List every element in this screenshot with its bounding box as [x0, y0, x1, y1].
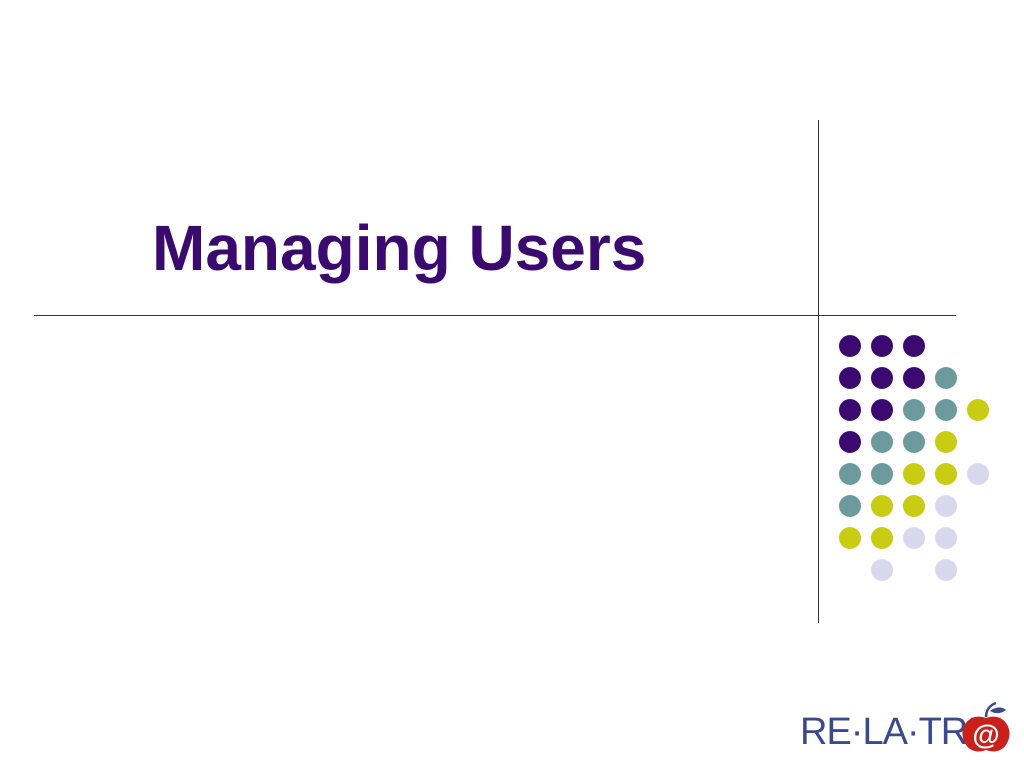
horizontal-rule — [34, 315, 956, 316]
dot-purple — [871, 367, 893, 389]
dot-lavender — [903, 527, 925, 549]
logo-at-mark: @ — [972, 719, 999, 750]
dot-purple — [839, 367, 861, 389]
dot-chartreuse — [839, 527, 861, 549]
dot-lavender — [935, 495, 957, 517]
dot-purple — [871, 399, 893, 421]
dot-teal — [935, 367, 957, 389]
dot-chartreuse — [935, 463, 957, 485]
dot-purple — [839, 399, 861, 421]
vertical-rule — [818, 120, 819, 623]
dot-lavender — [871, 559, 893, 581]
relatrix-logo: RE·LA·TRIX @ — [800, 701, 1010, 753]
dot-purple — [839, 335, 861, 357]
dot-teal — [871, 431, 893, 453]
dot-chartreuse — [903, 495, 925, 517]
slide-title: Managing Users — [152, 212, 647, 284]
dot-chartreuse — [967, 399, 989, 421]
dot-chartreuse — [871, 495, 893, 517]
dot-lavender — [967, 463, 989, 485]
dot-teal — [903, 399, 925, 421]
dot-teal — [903, 431, 925, 453]
dot-purple — [839, 431, 861, 453]
dot-teal — [871, 463, 893, 485]
dot-chartreuse — [935, 431, 957, 453]
dot-chartreuse — [903, 463, 925, 485]
dot-teal — [935, 399, 957, 421]
dot-purple — [871, 335, 893, 357]
dot-teal — [839, 463, 861, 485]
logo-apple-icon: @ — [962, 701, 1010, 752]
dot-lavender — [935, 559, 957, 581]
dot-purple — [903, 335, 925, 357]
dot-teal — [839, 495, 861, 517]
dot-lavender — [935, 527, 957, 549]
dot-chartreuse — [871, 527, 893, 549]
dot-purple — [903, 367, 925, 389]
